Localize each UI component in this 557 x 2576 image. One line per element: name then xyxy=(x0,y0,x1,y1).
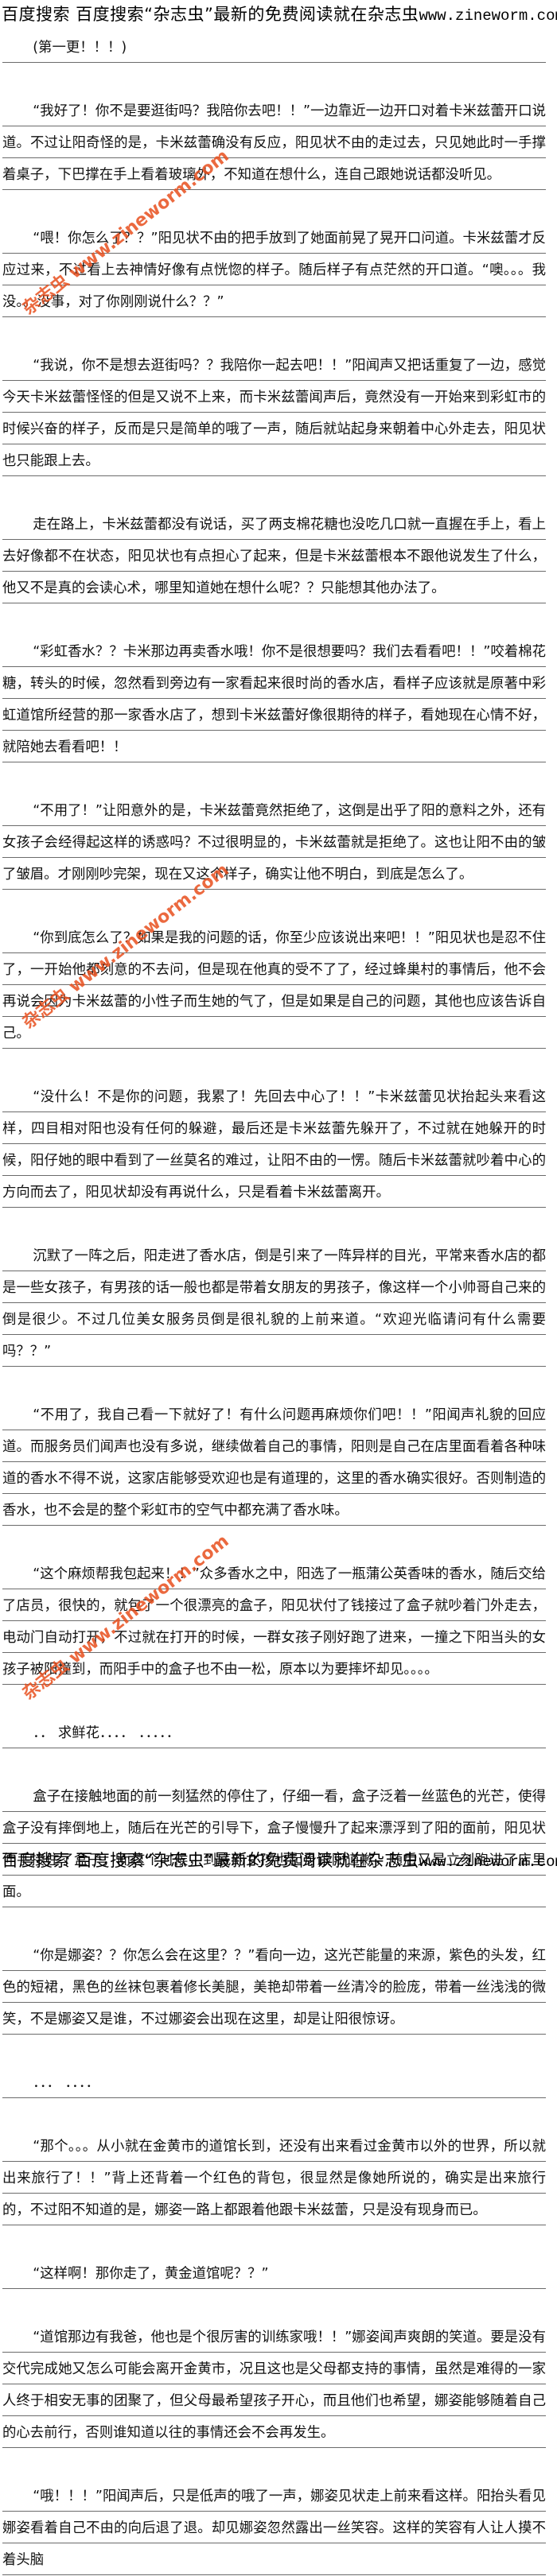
banner-text: 百度搜索 百度搜索“杂志虫”最新的免费阅读就在杂志虫 xyxy=(2,1851,419,1870)
paragraph-spacer xyxy=(2,1749,546,1781)
chapter-content: (第一更！！！) “我好了！你不是要逛街吗？我陪你去吧！！”一边靠近一边开口对着… xyxy=(2,32,546,2576)
footer-banner: 百度搜索 百度搜索“杂志虫”最新的免费阅读就在杂志虫www.zineworm.c… xyxy=(2,1846,557,1875)
paragraph-spacer xyxy=(2,1368,546,1399)
paragraph: “彩虹香水？？卡米那边再卖香水哦！你不是很想要吗？我们去看看吧！！”咬着棉花糖，… xyxy=(2,636,546,763)
paragraph-spacer xyxy=(2,191,546,223)
paragraph: “不用了！”让阳意外的是，卡米兹蕾竟然拒绝了，这倒是出乎了阳的意料之外，还有女孩… xyxy=(2,795,546,890)
paragraph-spacer xyxy=(2,2290,546,2322)
paragraph: “道馆那边有我爸，他也是个很厉害的训练家哦！！”娜姿闻声爽朗的笑道。要是没有交代… xyxy=(2,2322,546,2449)
paragraph: 走在路上，卡米兹蕾都没有说话，买了两支棉花糖也没吃几口就一直握在手上，看上去好像… xyxy=(2,509,546,604)
paragraph-spacer xyxy=(2,763,546,795)
paragraph-chapter-note: (第一更！！！) xyxy=(2,32,546,64)
paragraph-spacer xyxy=(2,64,546,95)
paragraph: “这样啊！那你走了，黄金道馆呢？？” xyxy=(2,2258,546,2290)
paragraph: “没什么！不是你的问题，我累了！先回去中心了！！”卡米兹蕾见状抬起头来看这样，四… xyxy=(2,1081,546,1208)
paragraph-spacer xyxy=(2,890,546,922)
paragraph-spacer xyxy=(2,318,546,350)
paragraph-spacer xyxy=(2,2099,546,2131)
banner-url[interactable]: www.zineworm.com xyxy=(419,7,557,25)
paragraph-spacer xyxy=(2,2035,546,2067)
paragraph-spacer xyxy=(2,2449,546,2481)
paragraph-spacer xyxy=(2,1686,546,1717)
paragraph: “不用了，我自己看一下就好了！有什么问题再麻烦你们吧！！”阳闻声礼貌的回应道。而… xyxy=(2,1399,546,1527)
banner-url[interactable]: www.zineworm.com xyxy=(419,1853,557,1871)
banner-text: 百度搜索 百度搜索“杂志虫”最新的免费阅读就在杂志虫 xyxy=(2,5,419,24)
paragraph-spacer xyxy=(2,2226,546,2258)
paragraph: 盒子在接触地面的前一刻猛然的停住了，仔细一看，盒子泛着一丝蓝色的光芒，使得盒子没… xyxy=(2,1781,546,1908)
paragraph: “那个。。。从小就在金黄市的道馆长到，还没有出来看过金黄市以外的世界，所以就出来… xyxy=(2,2131,546,2226)
paragraph: “这个麻烦帮我包起来！！”众多香水之中，阳选了一瓶蒲公英香味的香水，随后交给了店… xyxy=(2,1558,546,1686)
paragraph-spacer xyxy=(2,1208,546,1240)
paragraph: “我说，你不是想去逛街吗？？我陪你一起去吧！！”阳闻声又把话重复了一边，感觉今天… xyxy=(2,350,546,477)
paragraph-ellipsis: ．．． ．．．． xyxy=(2,2067,546,2099)
paragraph: “你是娜姿？？你怎么会在这里？？”看向一边，这光芒能量的来源，紫色的头发，红色的… xyxy=(2,1940,546,2035)
paragraph-request-flowers: ．． 求鲜花．．．． ．．．．． xyxy=(2,1717,546,1749)
paragraph-spacer xyxy=(2,1908,546,1940)
paragraph-spacer xyxy=(2,477,546,509)
paragraph: “我好了！你不是要逛街吗？我陪你去吧！！”一边靠近一边开口对着卡米兹蕾开口说道。… xyxy=(2,95,546,191)
paragraph: “你到底怎么了？如果是我的问题的话，你至少应该说出来吧！！”阳见状也是忍不住了，… xyxy=(2,922,546,1049)
paragraph: “哦！！！”阳闻声后，只是低声的哦了一声，娜姿见状走上前来看这样。阳抬头看见娜姿… xyxy=(2,2481,546,2576)
paragraph-spacer xyxy=(2,1049,546,1081)
paragraph: 沉默了一阵之后，阳走进了香水店，倒是引来了一阵异样的目光，平常来香水店的都是一些… xyxy=(2,1240,546,1368)
paragraph: “喂！你怎么了？？”阳见状不由的把手放到了她面前晃了晃开口问道。卡米兹蕾才反应过… xyxy=(2,223,546,318)
paragraph-spacer xyxy=(2,1527,546,1558)
header-banner: 百度搜索 百度搜索“杂志虫”最新的免费阅读就在杂志虫www.zineworm.c… xyxy=(2,0,557,29)
paragraph-spacer xyxy=(2,604,546,636)
